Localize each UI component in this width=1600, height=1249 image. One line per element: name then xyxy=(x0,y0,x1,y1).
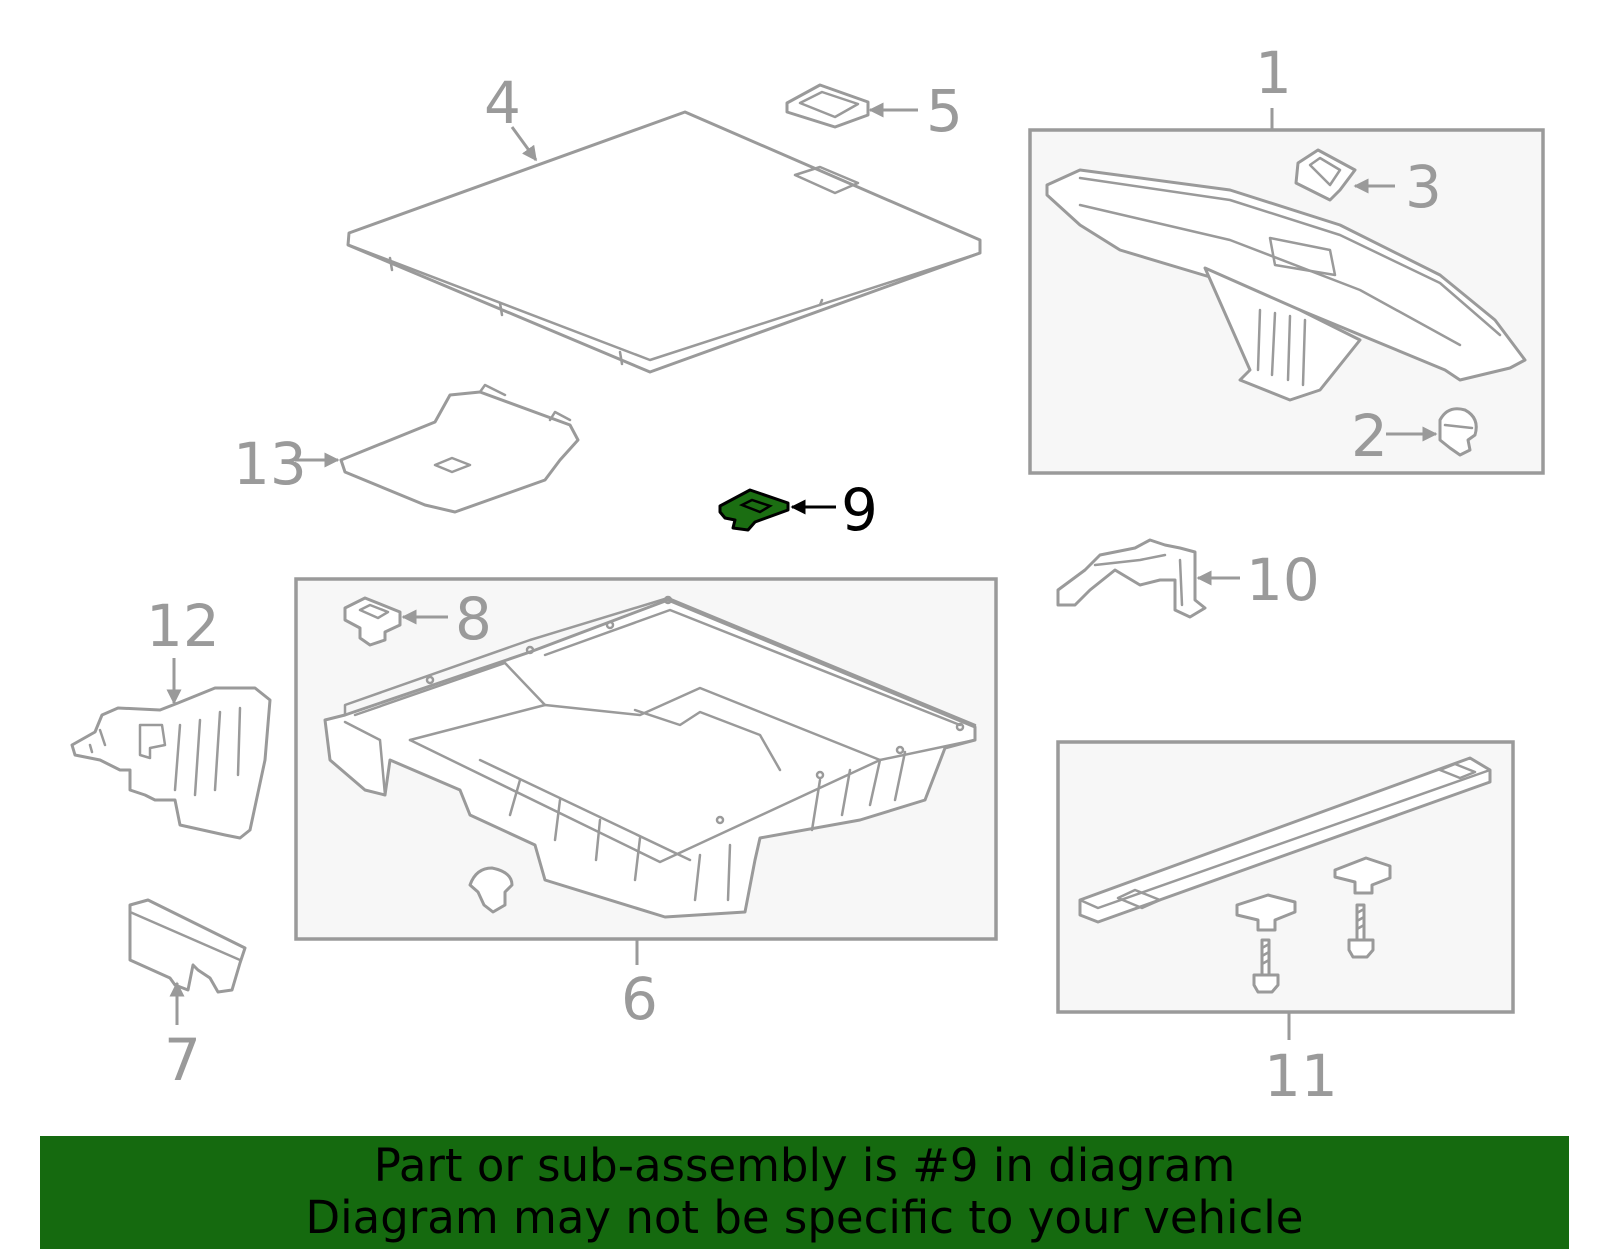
part-10-bracket[interactable] xyxy=(1056,538,1207,619)
part-11-screw-left xyxy=(1252,938,1280,994)
part-2-push-pin[interactable] xyxy=(1438,407,1478,457)
part-13-cover-panel[interactable] xyxy=(339,383,580,514)
callout-11[interactable]: 11 xyxy=(1264,1042,1338,1110)
callout-12[interactable]: 12 xyxy=(146,592,220,660)
part-11-screw-right xyxy=(1347,903,1375,959)
callout-4[interactable]: 4 xyxy=(484,69,521,137)
part-7-bracket[interactable] xyxy=(128,898,247,994)
part-9-highlighted[interactable] xyxy=(718,488,790,532)
callout-1[interactable]: 1 xyxy=(1255,39,1292,107)
callout-2[interactable]: 2 xyxy=(1351,402,1388,470)
banner-line-part: Part or sub-assembly is #9 in diagram xyxy=(373,1139,1236,1192)
part-8-clip[interactable] xyxy=(343,596,402,647)
part-6-push-pin xyxy=(468,866,514,914)
callout-5[interactable]: 5 xyxy=(926,77,963,145)
part-11-support-strip[interactable] xyxy=(1078,756,1492,924)
part-1-rear-trim-panel[interactable] xyxy=(1045,168,1527,402)
callout-13[interactable]: 13 xyxy=(233,430,307,498)
part-11-clip-right xyxy=(1333,856,1392,895)
callout-9[interactable]: 9 xyxy=(841,476,878,544)
part-11-clip-left xyxy=(1235,893,1297,932)
callout-6[interactable]: 6 xyxy=(621,965,658,1033)
part-12-bracket-assembly[interactable] xyxy=(70,686,272,840)
info-banner: Part or sub-assembly is #9 in diagram Di… xyxy=(40,1136,1569,1249)
callout-7[interactable]: 7 xyxy=(164,1026,201,1094)
part-4-load-floor-panel[interactable] xyxy=(346,110,982,374)
callout-10[interactable]: 10 xyxy=(1246,546,1320,614)
callout-3[interactable]: 3 xyxy=(1405,153,1442,221)
part-3-clip[interactable] xyxy=(1294,148,1357,202)
banner-line-disclaimer: Diagram may not be specific to your vehi… xyxy=(305,1191,1304,1244)
part-6-storage-tray[interactable] xyxy=(323,595,977,919)
part-5-bumper[interactable] xyxy=(785,83,870,129)
callout-8[interactable]: 8 xyxy=(455,585,492,653)
